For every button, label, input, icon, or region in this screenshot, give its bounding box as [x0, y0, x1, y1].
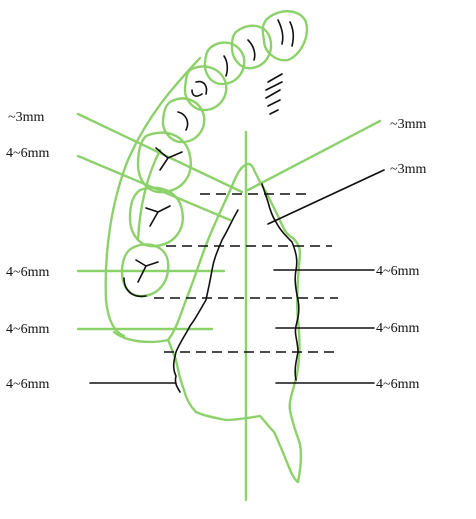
arch-outer-contour [104, 56, 202, 338]
label-right-5: 4~6mm [376, 377, 419, 392]
label-left-5: 4~6mm [6, 377, 49, 392]
tooth-premolar-2 [161, 97, 206, 144]
arch-inner-contour [136, 148, 162, 242]
measurement-labels: ~3mm 4~6mm 4~6mm 4~6mm 4~6mm ~3mm ~3mm 4… [6, 110, 426, 392]
label-left-4: 4~6mm [6, 322, 49, 337]
green-ref-line-2 [76, 154, 232, 222]
label-right-2: ~3mm [390, 162, 426, 177]
dashed-cut-lines [154, 193, 338, 353]
label-left-2: 4~6mm [6, 146, 49, 161]
label-right-3: 4~6mm [376, 264, 419, 279]
green-ref-line-1 [76, 112, 244, 194]
tooth-canine [203, 41, 246, 86]
tooth-incisor-1 [261, 10, 309, 62]
incision-left [172, 209, 239, 393]
label-right-4: 4~6mm [376, 321, 419, 336]
dental-arch [76, 10, 382, 502]
tooth-premolar-1 [183, 65, 228, 112]
leader-lines [89, 169, 385, 384]
green-ref-line-5 [246, 119, 382, 192]
palate-outline [112, 162, 303, 484]
label-right-1: ~3mm [390, 117, 426, 132]
tooth-fissures [123, 19, 295, 298]
label-left-1: ~3mm [8, 110, 44, 125]
label-left-3: 4~6mm [6, 265, 49, 280]
